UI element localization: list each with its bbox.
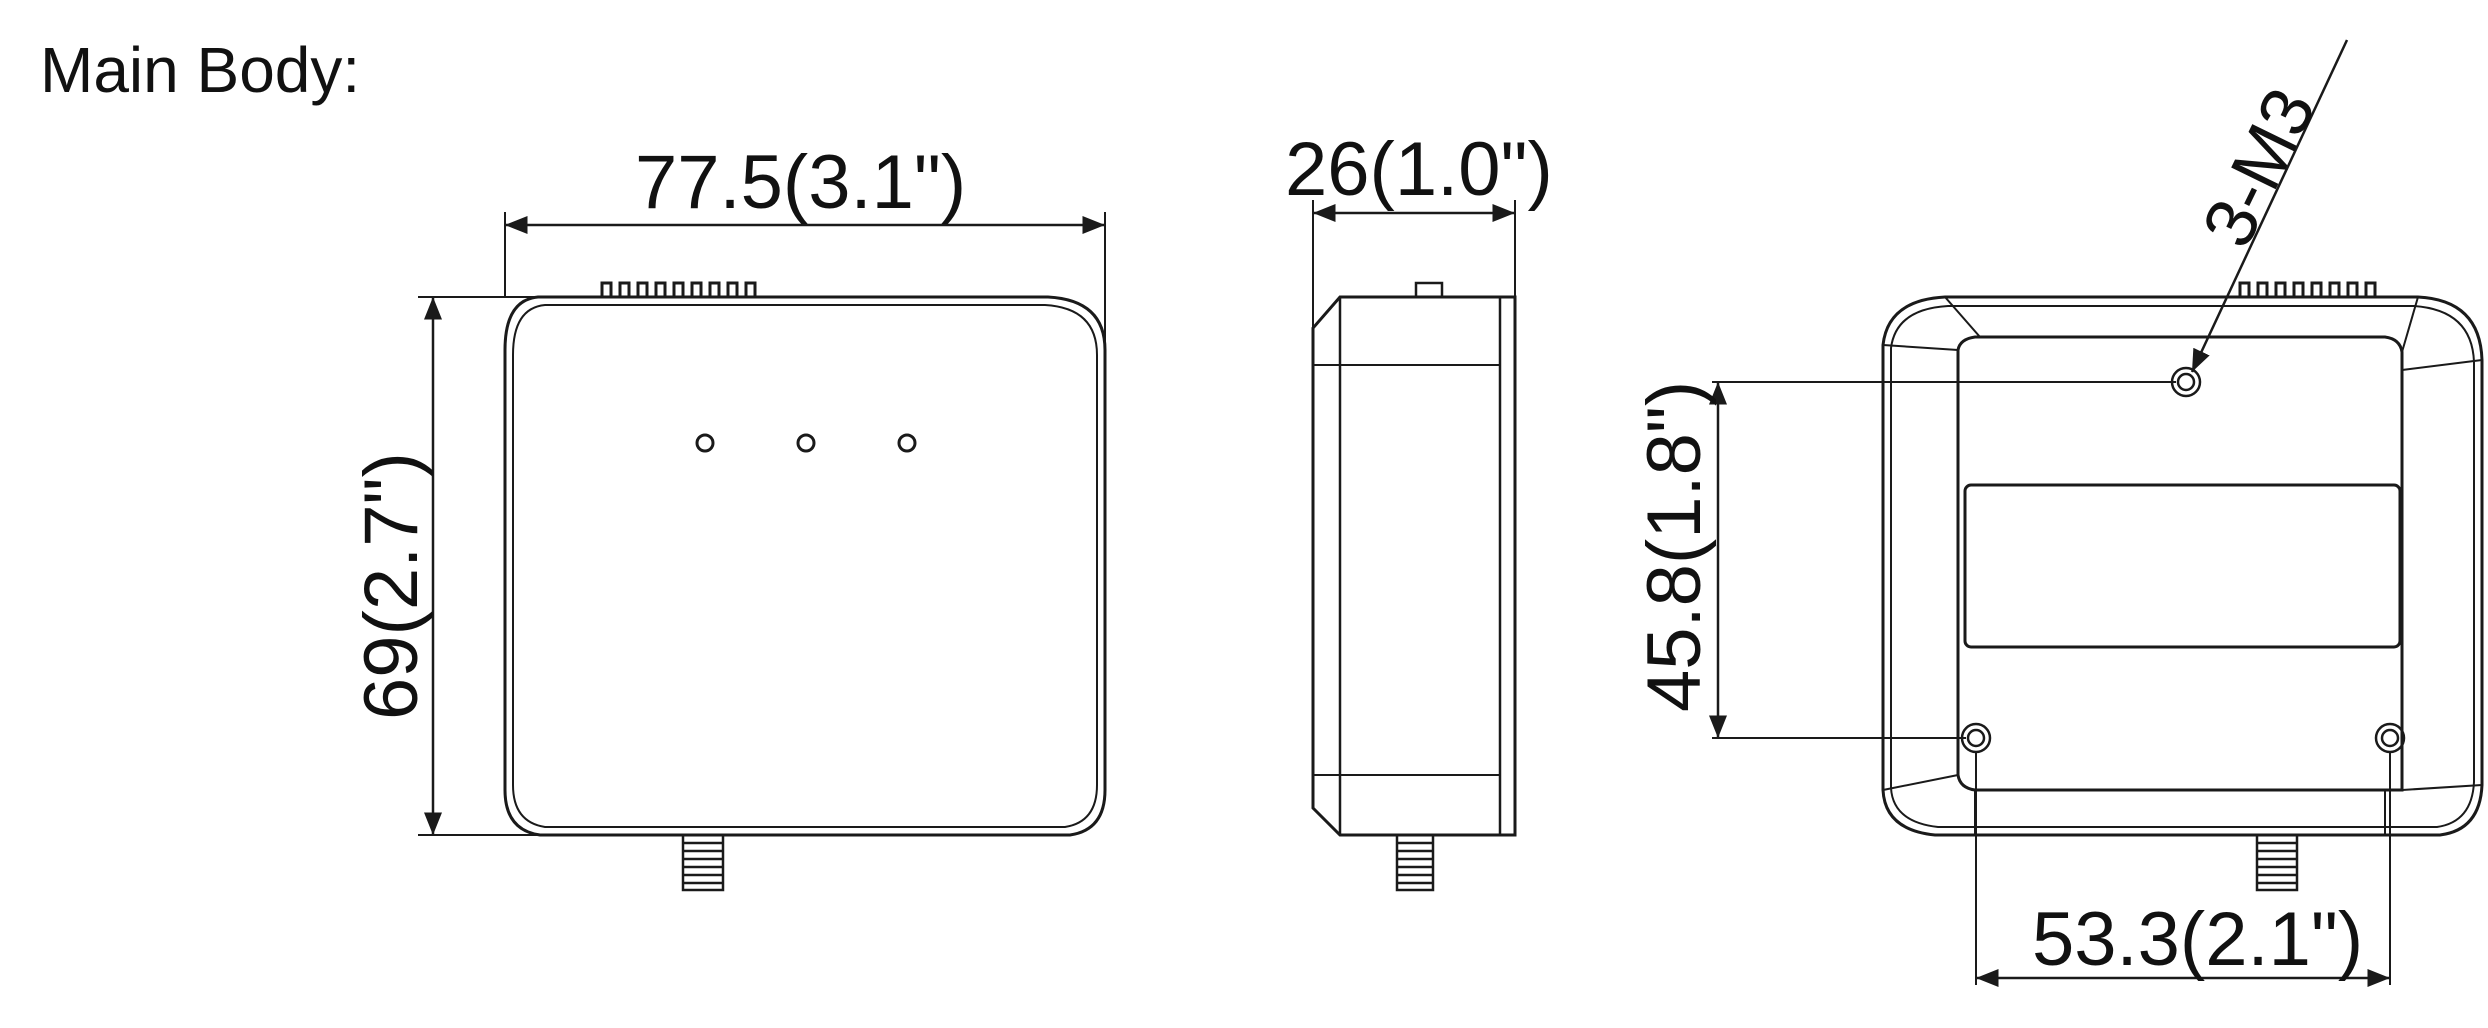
screw-hole-bottom-left [1960,722,1992,754]
front-body-inner [512,304,1098,828]
led-indicator-2 [796,433,816,453]
screw-callout-label: 3-M3 [2187,76,2331,259]
back-view: 3-M3 45.8(1.8") 53.3(2.1") [1632,39,2484,987]
back-recessed-panel [1956,335,2404,792]
back-body-outline [1881,295,2484,837]
back-corner-lines [1882,296,2483,835]
front-width-label: 77.5(3.1") [635,140,966,225]
screw-hole-top [2170,366,2202,398]
side-view: 26(1.0") [1285,127,1553,892]
front-body-outline [503,295,1107,837]
screw-hole-bottom-right [2374,722,2406,754]
front-view: 77.5(3.1") 69(2.7") [349,140,1107,892]
back-label-window [1963,483,2402,649]
side-antenna-connector [1395,833,1435,892]
led-indicator-1 [695,433,715,453]
led-indicator-3 [897,433,917,453]
back-vertical-label: 45.8(1.8") [1632,381,1717,712]
heading: Main Body: [40,34,360,106]
back-body-inner-outline [1890,305,2475,828]
back-horizontal-label: 53.3(2.1") [2032,897,2363,982]
side-body-outline [1311,295,1517,837]
side-top-button [1414,281,1444,299]
front-antenna-connector [681,833,725,892]
front-height-label: 69(2.7") [349,452,434,720]
front-top-pins [600,281,757,299]
back-antenna-connector [2255,833,2299,892]
back-top-pins [2238,281,2377,299]
side-depth-label: 26(1.0") [1285,127,1553,212]
screw-callout-leader [2190,39,2349,373]
